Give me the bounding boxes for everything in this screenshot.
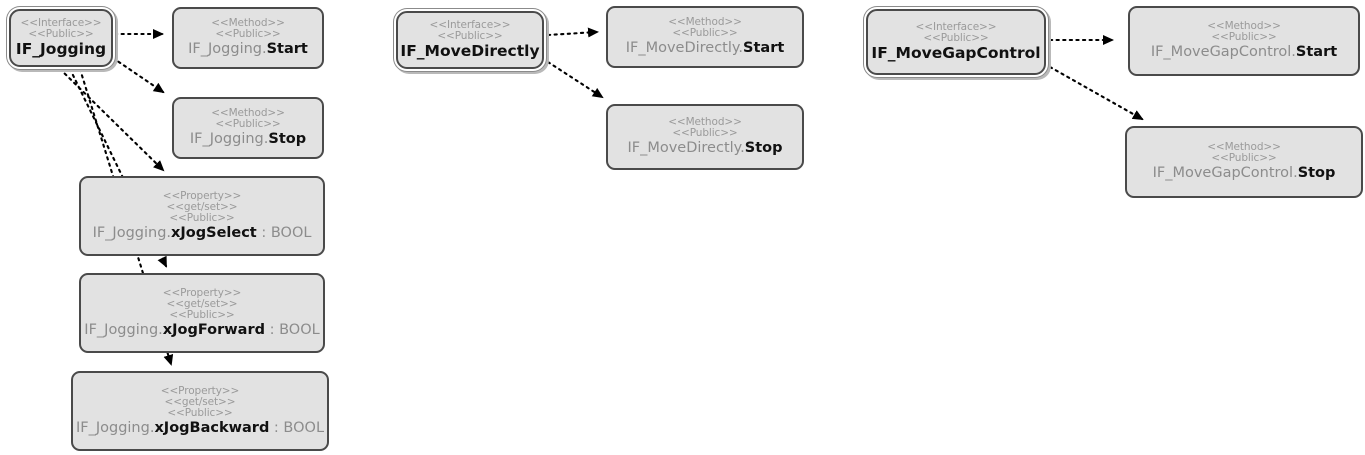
node-title-member: Start <box>743 40 785 57</box>
node-title: IF_Jogging.xJogSelect : BOOL <box>87 224 318 241</box>
node-if_jogging_xjogforward[interactable]: <<Property>><<get/set>><<Public>>IF_Jogg… <box>79 273 325 353</box>
stereotype-label: <<Public>> <box>215 118 281 131</box>
node-title: IF_MoveDirectly <box>394 42 545 59</box>
node-title: IF_Jogging <box>10 40 112 57</box>
stereotype-label: <<get/set>> <box>166 200 238 213</box>
stereotype-label: <<Public>> <box>923 32 989 45</box>
stereotype-label: <<Property>> <box>160 384 240 397</box>
node-title-type: : BOOL <box>256 225 312 241</box>
edge-movedirectly-to-stop <box>546 60 604 99</box>
node-title-member: xJogSelect <box>171 225 257 241</box>
node-title-type: : BOOL <box>269 420 325 436</box>
node-title-prefix: IF_MoveGapControl. <box>1150 44 1296 61</box>
node-title-member: Stop <box>268 131 307 148</box>
node-title-member: xJogBackward <box>154 420 270 436</box>
node-if_movedirectly_start[interactable]: <<Method>><<Public>>IF_MoveDirectly.Star… <box>606 6 804 68</box>
stereotype-label: <<Public>> <box>1211 31 1277 44</box>
stereotype-label: <<get/set>> <box>164 395 236 408</box>
stereotype-label: <<Interface>> <box>915 21 997 34</box>
stereotype-label: <<get/set>> <box>166 297 238 310</box>
node-title-prefix: IF_Jogging. <box>189 131 269 148</box>
stereotype-label: <<Method>> <box>211 17 285 30</box>
node-title-member: Start <box>1295 44 1338 61</box>
node-title: IF_Jogging.xJogForward : BOOL <box>78 321 325 338</box>
node-if_movedirectly_stop[interactable]: <<Method>><<Public>>IF_MoveDirectly.Stop <box>606 104 804 170</box>
stereotype-label: <<Interface>> <box>429 19 511 32</box>
stereotype-label: <<Public>> <box>672 127 738 140</box>
node-if_movegapcontrol_start[interactable]: <<Method>><<Public>>IF_MoveGapControl.St… <box>1128 6 1360 76</box>
node-if_movedirectly[interactable]: <<Interface>><<Public>>IF_MoveDirectly <box>396 11 544 69</box>
stereotype-label: <<Public>> <box>167 406 233 419</box>
edge-movegapcontrol-to-stop <box>1048 65 1144 121</box>
node-title-member: IF_MoveGapControl <box>871 44 1041 63</box>
node-title: IF_MoveGapControl.Start <box>1145 43 1343 60</box>
node-if_jogging_start[interactable]: <<Method>><<Public>>IF_Jogging.Start <box>172 7 324 69</box>
node-title: IF_MoveGapControl <box>865 44 1046 61</box>
node-title-prefix: IF_Jogging. <box>188 41 267 58</box>
stereotype-label: <<Method>> <box>668 116 742 129</box>
node-title-member: Start <box>266 41 308 58</box>
node-if_jogging_xjogselect[interactable]: <<Property>><<get/set>><<Public>>IF_Jogg… <box>79 176 325 256</box>
edge-jogging-to-xjogselect <box>58 67 165 172</box>
edge-movedirectly-to-start <box>546 27 599 38</box>
node-title-prefix: IF_Jogging. <box>75 420 155 436</box>
stereotype-label: <<Public>> <box>437 30 503 43</box>
node-title: IF_MoveDirectly.Stop <box>621 139 788 156</box>
node-title: IF_Jogging.xJogBackward : BOOL <box>70 419 330 436</box>
node-title-member: IF_Jogging <box>15 40 107 59</box>
stereotype-label: <<Public>> <box>169 308 235 321</box>
node-title: IF_MoveGapControl.Stop <box>1147 164 1342 181</box>
node-title-prefix: IF_Jogging. <box>84 322 163 338</box>
node-if_movegapcontrol[interactable]: <<Interface>><<Public>>IF_MoveGapControl <box>866 9 1046 75</box>
stereotype-label: <<Method>> <box>668 16 742 29</box>
node-title-member: Stop <box>744 140 783 157</box>
stereotype-label: <<Method>> <box>1207 141 1281 154</box>
node-title-prefix: IF_Jogging. <box>92 225 172 241</box>
stereotype-label: <<Property>> <box>162 189 242 202</box>
node-if_movegapcontrol_stop[interactable]: <<Method>><<Public>>IF_MoveGapControl.St… <box>1125 126 1363 198</box>
node-title-member: xJogForward <box>162 322 265 338</box>
stereotype-label: <<Public>> <box>672 27 738 40</box>
stereotype-label: <<Public>> <box>28 28 94 41</box>
node-title-prefix: IF_MoveDirectly. <box>625 40 744 57</box>
edge-jogging-to-stop <box>111 56 165 94</box>
stereotype-label: <<Public>> <box>1211 152 1277 165</box>
node-if_jogging_xjogbackward[interactable]: <<Property>><<get/set>><<Public>>IF_Jogg… <box>71 371 329 451</box>
node-title: IF_MoveDirectly.Start <box>620 39 791 56</box>
node-if_jogging_stop[interactable]: <<Method>><<Public>>IF_Jogging.Stop <box>172 97 324 159</box>
stereotype-label: <<Property>> <box>162 286 242 299</box>
node-title-member: Stop <box>1297 165 1336 182</box>
node-title: IF_Jogging.Stop <box>184 130 312 147</box>
node-title: IF_Jogging.Start <box>182 40 314 57</box>
stereotype-label: <<Method>> <box>1207 20 1281 33</box>
node-title-type: : BOOL <box>265 322 320 338</box>
node-title-prefix: IF_MoveGapControl. <box>1152 165 1298 182</box>
stereotype-label: <<Method>> <box>211 107 285 120</box>
stereotype-label: <<Public>> <box>215 28 281 41</box>
node-if_jogging[interactable]: <<Interface>><<Public>>IF_Jogging <box>9 9 113 67</box>
node-title-prefix: IF_MoveDirectly. <box>627 140 745 157</box>
stereotype-label: <<Public>> <box>169 211 235 224</box>
stereotype-label: <<Interface>> <box>20 17 102 30</box>
node-title-member: IF_MoveDirectly <box>400 42 540 61</box>
